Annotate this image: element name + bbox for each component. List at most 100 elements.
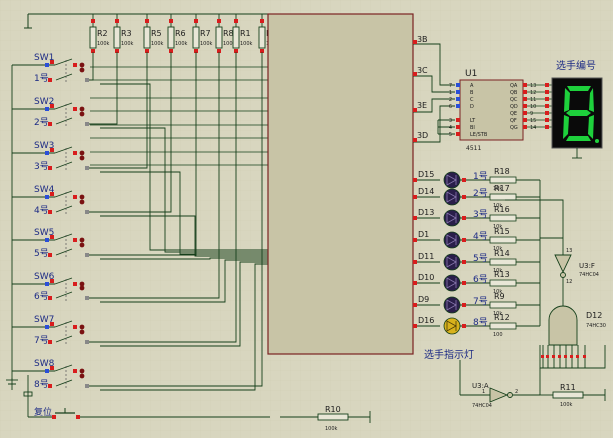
pullup-resistor-value: 100k [223,41,236,47]
u3a-pin-b: 2 [515,389,518,395]
bottom-circuit [280,360,606,423]
d12-part: 74HC30 [586,323,606,329]
pullup-resistor-ref: R2 [97,29,108,38]
u3f-pin-b: 12 [566,279,572,285]
led-resistor-ref: R13 [494,270,510,279]
decoder-output-pin-number: 11 [530,97,536,103]
pullup-resistor-value: 100k [240,41,253,47]
r10-ref: R10 [325,405,341,414]
led-label: 1号 [473,171,488,182]
decoder-output-pin-number: 12 [530,90,536,96]
u3a-part: 74HC04 [472,403,492,409]
decoder-output-label: QA [510,83,518,89]
decoder-part: 4511 [466,145,481,152]
pullup-resistor-value: 100k [121,41,134,47]
switch-label: 1号 [34,73,49,84]
decoder-input-label: B [470,90,474,96]
reset-switch[interactable]: 复位 [8,375,270,419]
led-resistor-value: 10k [493,311,502,317]
u3f-ref: U3:F [579,262,595,270]
switch-label: 8号 [34,379,49,390]
decoder-control-label: BI [470,125,475,131]
decoder-output-label: QG [510,125,518,131]
decoder-control-pin-number: 5 [449,132,452,138]
pullup-resistor-value: 100k [200,41,213,47]
switch-label: 6号 [34,291,49,302]
pullup-resistor-ref: R3 [121,29,132,38]
power-rail [24,13,268,29]
r11-ref: R11 [560,383,576,392]
led-resistor-value: 10k [493,203,502,209]
led-ref: D10 [418,273,434,282]
svg-text:3: 3 [417,66,422,75]
reset-label: 复位 [34,406,52,418]
led-resistor-value: 10k [493,289,502,295]
pullup-resistor-r3[interactable]: R3 100k [113,14,134,53]
decoder-control-pin-number: 4 [449,125,452,131]
led-resistor-value: 100 [493,332,503,338]
r11-value: 100k [560,402,573,408]
pullup-resistor-value: 100k [97,41,110,47]
decoder-output-pin-number: 14 [530,125,536,131]
pullup-resistor-ref: R1 [240,29,251,38]
switch-bus-wires [6,52,268,391]
mcu-pin-d: D [422,131,428,140]
pushbutton-sw5[interactable]: SW5 5号 [12,228,89,259]
d12-ref: D12 [586,311,602,320]
led-resistor-value: 10k [493,268,502,274]
switch-ref: SW6 [34,272,55,282]
led-resistor-ref: R18 [494,167,510,176]
decoder-control-label: LE/STB [470,132,488,138]
decoder-input-pin-number: 2 [449,97,452,103]
led-ref: D14 [418,187,434,196]
decoder-input-pin-number: 6 [449,104,452,110]
led-resistor-ref: R14 [494,249,510,258]
switch-label: 2号 [34,117,49,128]
decoder-ref: U1 [465,69,477,79]
led-resistor-value: 10k [493,186,502,192]
led-resistor-value: 10k [493,224,502,230]
pullup-resistor-value: 100k [175,41,188,47]
pullup-resistor-r1[interactable]: R1 100k [232,14,253,53]
u3f-pin-a: 13 [566,248,572,254]
led-resistor-ref: R15 [494,227,510,236]
decoder-output-pin-number: 15 [530,118,536,124]
switch-ref: SW5 [34,228,54,238]
led-label: 8号 [473,317,488,328]
led-resistor-ref: R17 [494,184,510,193]
decoder-output-pin-number: 13 [530,83,536,89]
pullup-resistor-ref: R7 [200,29,211,38]
led-ref: D11 [418,252,434,261]
u3f-part: 74HC04 [579,272,599,278]
decoder-output-label: QE [510,111,517,117]
pullup-resistor-ref: R5 [151,29,162,38]
svg-text:3: 3 [417,35,422,44]
switch-label: 5号 [34,248,49,259]
switch-label: 7号 [34,335,49,346]
mcu-pin-b: B [422,35,428,44]
pullup-resistor-r7[interactable]: R7 100k [192,14,213,53]
led-ref: D16 [418,316,434,325]
decoder-output-label: QF [510,118,517,124]
led-resistor-ref: R16 [494,205,510,214]
pullup-resistor-r2[interactable]: R2 100k [89,14,110,53]
decoder-input-label: C [470,97,474,103]
svg-text:3: 3 [417,101,422,110]
decoder-input-label: D [470,104,474,110]
pushbutton-sw6[interactable]: SW6 6号 [12,272,89,302]
switch-label: 4号 [34,205,49,216]
